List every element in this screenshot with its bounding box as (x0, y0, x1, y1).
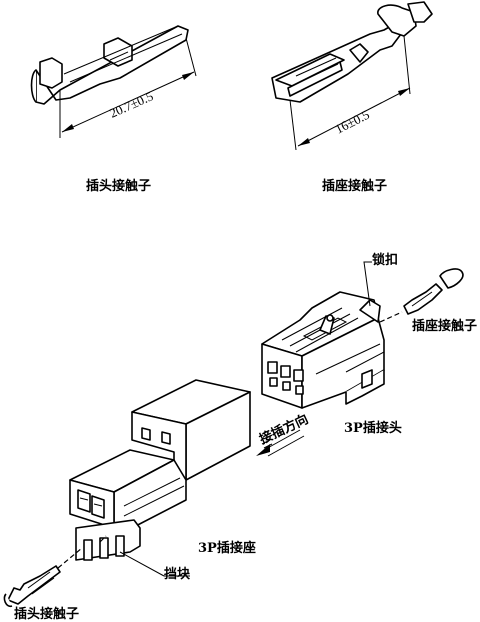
socket-contact-caption: 插座接触子 (322, 178, 387, 194)
direction-label: 接插方向 (257, 411, 311, 447)
lock-label: 锁扣 (372, 252, 398, 268)
socket-3p-label: 3P插接座 (198, 540, 256, 556)
insertion-axes (57, 311, 403, 569)
insertion-direction-arrow (256, 429, 305, 457)
plug-3p-label: 3P插接头 (344, 420, 402, 436)
plug-contact-pin (3, 565, 61, 608)
plug-contact-caption: 插头接触子 (86, 178, 151, 194)
socket-contact-label: 插座接触子 (412, 318, 477, 334)
socket-contact-pin (403, 268, 464, 315)
plug-contact-dimension: 20.7±0.5 (107, 88, 155, 120)
plug-contact-drawing: 20.7±0.5 插头接触子 (30, 25, 197, 194)
plug-3p-housing (261, 291, 385, 409)
socket-contact-drawing: 16±0.5 插座接触子 (271, 1, 433, 194)
stopper-leader (119, 551, 190, 577)
socket-contact-dimension: 16±0.5 (333, 107, 372, 137)
plug-contact-label: 插头接触子 (14, 606, 79, 622)
lock-leader (363, 261, 372, 307)
stopper-label: 挡块 (164, 566, 191, 582)
socket-3p-housing (69, 379, 251, 561)
